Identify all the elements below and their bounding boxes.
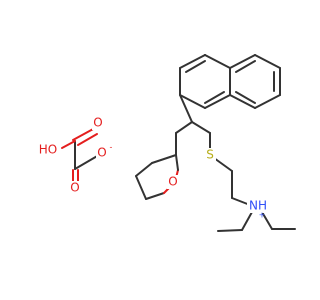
ethyl-left-ch3-bond bbox=[217, 229, 243, 232]
thf-bond bbox=[135, 162, 153, 177]
naph-inner-bond bbox=[185, 60, 206, 73]
atom-labels: HO O O O - O S NH + bbox=[36, 116, 269, 220]
oxalate-c-o-minus-bond bbox=[74, 154, 100, 170]
naph-inner-bond bbox=[235, 91, 256, 104]
tetrahydrofuran-ring bbox=[135, 154, 179, 200]
oxalate-oxygen-minus-label: O bbox=[97, 146, 106, 160]
thf-bond bbox=[175, 154, 179, 171]
ammonium-nitrogen-label: NH bbox=[249, 199, 267, 213]
naph-inner-bond bbox=[235, 60, 256, 73]
oxalate-c-oh-bond bbox=[61, 140, 76, 149]
thf-bond bbox=[151, 154, 177, 164]
s-ch2-bond bbox=[213, 157, 233, 172]
ch-ch2-right-bond bbox=[191, 121, 211, 134]
oxalate-negative-charge: - bbox=[110, 143, 113, 152]
ch-ch2-left-bond bbox=[175, 121, 193, 134]
naph-bond bbox=[179, 54, 206, 69]
naph-bond bbox=[254, 94, 281, 109]
naph-bond bbox=[204, 54, 231, 69]
oxalate-c-o-double-bond-a bbox=[72, 127, 96, 141]
ammonium-positive-charge: + bbox=[259, 211, 266, 220]
oxalate-hydroxyl-label: HO bbox=[39, 143, 57, 157]
naph-bond bbox=[254, 54, 281, 69]
naph-bond bbox=[229, 54, 256, 69]
thf-bond bbox=[135, 175, 147, 200]
naph-bond bbox=[179, 94, 206, 109]
naphthalene-ring bbox=[179, 54, 281, 109]
naph-bond bbox=[204, 94, 231, 109]
oxalate-anion bbox=[61, 127, 100, 182]
thf-bond bbox=[145, 192, 165, 200]
n-ethyl-right-bond bbox=[261, 211, 273, 230]
diethylammonium bbox=[217, 211, 296, 232]
naph-bond bbox=[229, 94, 256, 109]
naph-inner-bond bbox=[204, 91, 225, 104]
oxalate-oxygen-bottom-label: O bbox=[70, 181, 79, 195]
thioether-chain bbox=[213, 157, 251, 206]
oxalate-oxygen-top-label: O bbox=[93, 116, 102, 130]
thf-oxygen-label: O bbox=[168, 175, 177, 189]
chemical-structure-diagram: HO O O O - O S NH + bbox=[36, 54, 296, 232]
aryl-ch-bond bbox=[179, 94, 193, 123]
oxalate-c-o-double-bond-b bbox=[77, 133, 98, 146]
n-ethyl-left-bond bbox=[241, 211, 253, 231]
core-chain bbox=[175, 94, 211, 156]
sulfur-label: S bbox=[206, 148, 214, 162]
